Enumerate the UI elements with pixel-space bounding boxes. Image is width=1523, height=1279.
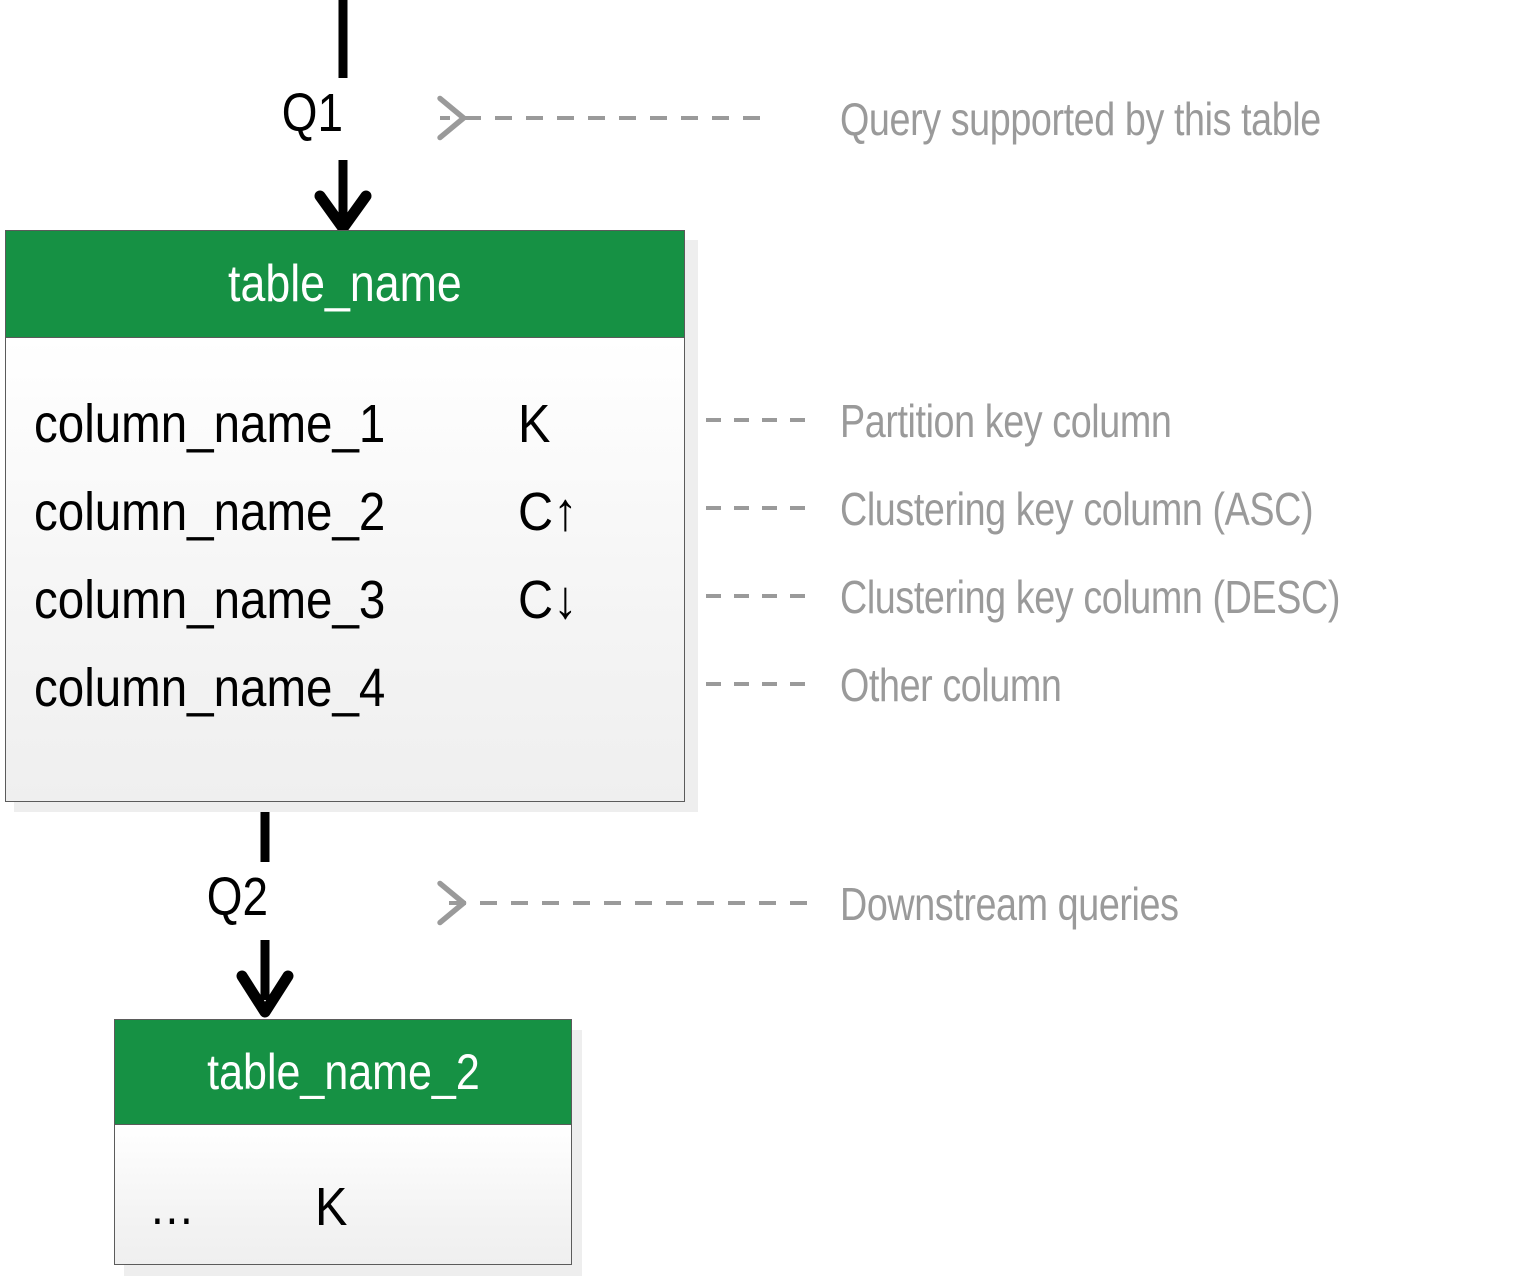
column-key-marker: K: [315, 1177, 348, 1237]
q2-arrowhead: [236, 970, 294, 1018]
main-table-title: table_name: [228, 255, 462, 313]
second-table-title: table_name_2: [206, 1044, 480, 1100]
column-name-ellipsis: …: [149, 1178, 195, 1236]
main-table-body: column_name_1 K column_name_2 C↑ column_…: [5, 338, 685, 802]
q1-label: Q1: [281, 83, 343, 143]
q2-label: Q2: [206, 867, 268, 927]
main-table-header: table_name: [5, 230, 685, 338]
second-table[interactable]: table_name_2 … K: [114, 1019, 572, 1265]
column-name: column_name_2: [34, 482, 386, 542]
annotation-clustering-key-desc: Clustering key column (DESC): [840, 571, 1340, 623]
second-table-body: … K: [114, 1125, 572, 1265]
annotation-query-supported: Query supported by this table: [840, 93, 1321, 145]
column-key-marker: C↑: [518, 482, 578, 542]
annotation-other-column: Other column: [840, 659, 1062, 711]
table-row[interactable]: … K: [115, 1163, 571, 1251]
column-key-marker: K: [518, 394, 551, 454]
column-name: column_name_1: [34, 394, 386, 454]
table-row[interactable]: column_name_2 C↑: [6, 468, 684, 556]
table-row[interactable]: column_name_4: [6, 644, 684, 732]
column-name: column_name_3: [34, 570, 386, 630]
column-key-marker: C↓: [518, 570, 578, 630]
main-table[interactable]: table_name column_name_1 K column_name_2…: [5, 230, 685, 802]
annotation-downstream-queries: Downstream queries: [840, 878, 1179, 930]
table-row[interactable]: column_name_3 C↓: [6, 556, 684, 644]
second-table-header: table_name_2: [114, 1019, 572, 1125]
annotation-partition-key: Partition key column: [840, 395, 1172, 447]
column-name: column_name_4: [34, 658, 386, 718]
q1-arrowhead: [314, 190, 372, 234]
annotation-clustering-key-asc: Clustering key column (ASC): [840, 483, 1314, 535]
table-row[interactable]: column_name_1 K: [6, 380, 684, 468]
